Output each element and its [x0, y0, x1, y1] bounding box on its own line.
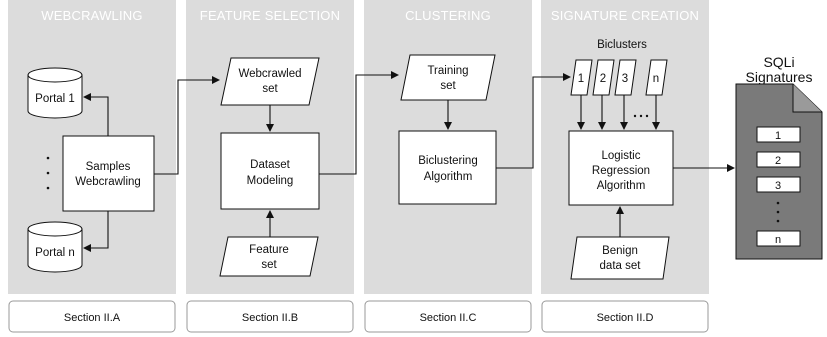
feature-set-box	[219, 236, 319, 277]
svg-text:1: 1	[578, 73, 584, 85]
portal-n-label: Portal n	[35, 247, 75, 259]
bicluster-1: 1	[570, 59, 593, 96]
arrow-to-portal-1	[83, 93, 109, 136]
dataset-label: Dataset	[250, 159, 290, 171]
logistic-label: Logistic	[602, 150, 641, 162]
dataset-modeling-box	[220, 132, 320, 210]
footer-box-d	[541, 300, 709, 333]
section-title-webcrawling: WEBCRAWLING	[41, 8, 142, 23]
signature-ellipsis	[776, 201, 780, 223]
bicluster-3: 3	[614, 59, 637, 96]
benign-label: Benign	[602, 245, 638, 257]
arrow-biclustering-to-biclusters	[496, 73, 571, 169]
webcrawled-set-box	[220, 57, 320, 106]
svg-text:2: 2	[600, 73, 606, 85]
signature-row-1	[756, 126, 801, 143]
modeling-label: Modeling	[247, 175, 294, 187]
biclustering-box	[398, 130, 497, 205]
sqli-label: SQLi	[763, 54, 794, 70]
footer-section-b: Section II.B	[242, 312, 298, 324]
svg-text:3: 3	[622, 73, 628, 85]
portal-n-cylinder	[27, 221, 83, 273]
training-set-box	[400, 54, 496, 101]
section-title-clustering: CLUSTERING	[405, 8, 491, 23]
arrow-modeling-to-training	[319, 71, 399, 175]
portal-1-label: Portal 1	[35, 93, 75, 105]
footer-section-c: Section II.C	[420, 312, 477, 324]
footer-section-d: Section II.D	[597, 312, 654, 324]
regression-label: Regression	[592, 165, 650, 177]
feature-label: Feature	[249, 244, 289, 256]
signatures-label: Signatures	[746, 69, 813, 85]
footer-box-b	[186, 300, 354, 333]
samples-label: Samples	[86, 161, 131, 173]
logistic-regression-box	[568, 130, 674, 206]
svg-text:n: n	[653, 73, 659, 85]
section-title-feature-selection: FEATURE SELECTION	[200, 8, 340, 23]
arrow-to-portal-n	[83, 211, 109, 252]
signature-row-2	[756, 151, 801, 168]
training-label: Training	[427, 65, 468, 77]
training-set-label: set	[440, 80, 456, 92]
webcrawled-label: Webcrawled	[238, 68, 301, 80]
signature-row-2-label: 2	[775, 155, 781, 167]
data-set-label: data set	[600, 260, 642, 272]
arrow-samples-to-webcrawled	[154, 76, 220, 175]
bicluster-n: n	[645, 59, 668, 96]
feature-set-label: set	[261, 259, 277, 271]
signature-row-n	[756, 230, 801, 247]
signature-row-1-label: 1	[775, 130, 781, 142]
footer-box-c	[364, 300, 532, 333]
biclusters-label: Biclusters	[597, 39, 647, 51]
signature-row-3-label: 3	[775, 180, 781, 192]
webcrawled-set-label: set	[262, 83, 278, 95]
section-title-signature-creation: SIGNATURE CREATION	[551, 8, 699, 23]
signature-row-n-label: n	[775, 234, 781, 246]
footer-box-a	[8, 300, 176, 333]
portal-ellipsis	[46, 156, 50, 190]
bicluster-ellipsis	[633, 114, 649, 118]
bicluster-2: 2	[592, 59, 615, 96]
webcrawling-label: Webcrawling	[75, 176, 141, 188]
portal-1-cylinder	[27, 67, 83, 119]
algorithm-label: Algorithm	[424, 171, 473, 183]
benign-data-set-box	[570, 236, 670, 280]
biclustering-label: Biclustering	[418, 155, 477, 167]
signature-row-3	[756, 176, 801, 193]
footer-section-a: Section II.A	[64, 312, 121, 324]
algorithm-label-2: Algorithm	[597, 180, 646, 192]
samples-webcrawling-box	[62, 135, 155, 212]
